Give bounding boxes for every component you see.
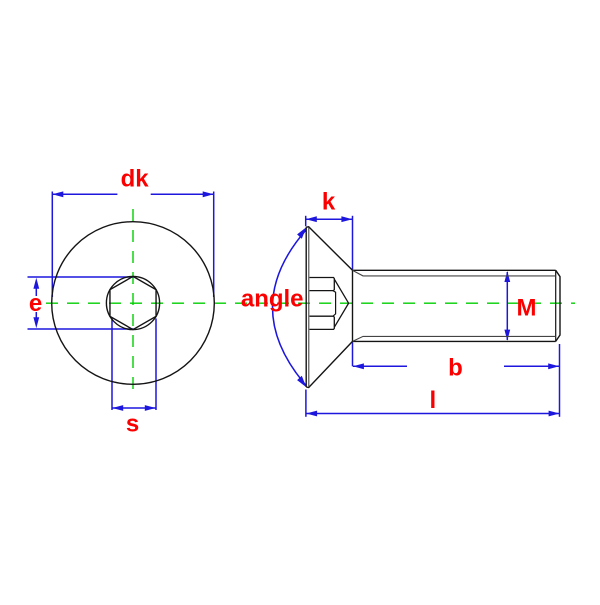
svg-text:M: M: [517, 294, 537, 321]
svg-text:k: k: [322, 188, 336, 215]
svg-text:dk: dk: [121, 165, 150, 192]
svg-text:angle: angle: [241, 286, 304, 313]
svg-text:e: e: [29, 290, 42, 317]
svg-text:l: l: [429, 387, 436, 414]
svg-text:s: s: [126, 410, 139, 437]
svg-text:b: b: [448, 355, 463, 382]
